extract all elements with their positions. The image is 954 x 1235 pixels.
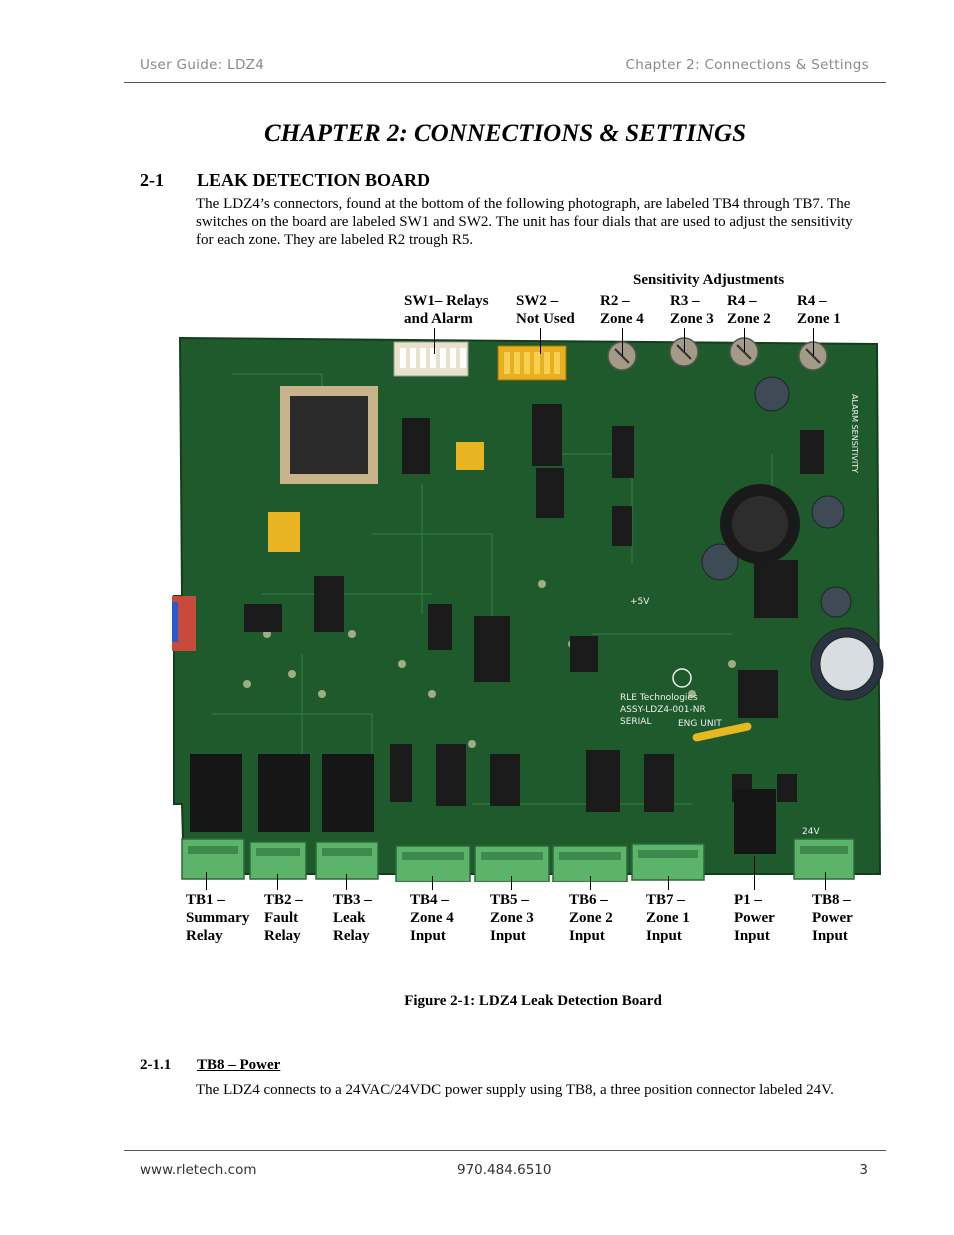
leader-tb8 bbox=[825, 872, 826, 890]
subsection-number: 2-1.1 bbox=[140, 1057, 172, 1073]
leader-sw2 bbox=[540, 328, 541, 354]
silk-alarm-sensitivity: ALARM SENSITIVITY bbox=[850, 394, 859, 473]
leader-tb5 bbox=[511, 876, 512, 890]
leader-tb1 bbox=[206, 872, 207, 890]
footer-page-number: 3 bbox=[859, 1162, 868, 1178]
section-title: LEAK DETECTION BOARD bbox=[197, 170, 431, 190]
subsection-paragraph: The LDZ4 connects to a 24VAC/24VDC power… bbox=[196, 1082, 834, 1098]
section-number: 2-1 bbox=[140, 170, 164, 190]
chapter-title: CHAPTER 2: CONNECTIONS & SETTINGS bbox=[263, 120, 747, 147]
silk-company: RLE Technologies bbox=[620, 693, 698, 703]
footer-website: www.rletech.com bbox=[140, 1162, 257, 1178]
board-photo: RLE Technologies ASSY-LDZ4-001-NR SERIAL… bbox=[172, 334, 892, 882]
header-doc-title: User Guide: LDZ4 bbox=[140, 57, 265, 73]
subsection-title: TB8 – Power bbox=[197, 1057, 281, 1073]
label-sw2: SW2 –Not Used bbox=[516, 293, 575, 327]
label-r4-zone1: R4 –Zone 1 bbox=[797, 293, 841, 327]
leader-tb6 bbox=[590, 876, 591, 890]
silk-5v: +5V bbox=[630, 597, 650, 607]
leader-sw1 bbox=[434, 328, 435, 354]
label-r2: R2 –Zone 4 bbox=[600, 293, 644, 327]
label-r3: R3 –Zone 3 bbox=[670, 293, 714, 327]
silk-eng-unit: ENG UNIT bbox=[678, 719, 722, 729]
section-paragraph: The LDZ4’s connectors, found at the bott… bbox=[196, 196, 853, 248]
leader-tb3 bbox=[346, 874, 347, 890]
leader-r4-zone2 bbox=[744, 328, 745, 352]
footer-phone: 970.484.6510 bbox=[457, 1162, 552, 1178]
leader-tb2 bbox=[277, 874, 278, 890]
silk-serial: SERIAL bbox=[620, 717, 651, 727]
leader-tb4 bbox=[432, 876, 433, 890]
leader-tb7 bbox=[668, 876, 669, 890]
figure-sensitivity-heading: Sensitivity Adjustments bbox=[633, 272, 785, 288]
silk-part: ASSY-LDZ4-001-NR bbox=[620, 705, 706, 715]
silk-24v: 24V bbox=[802, 827, 820, 837]
leader-p1 bbox=[754, 856, 755, 890]
header-chapter: Chapter 2: Connections & Settings bbox=[625, 57, 869, 73]
leader-r3 bbox=[684, 328, 685, 352]
footer-divider bbox=[124, 1150, 886, 1151]
leader-r2 bbox=[622, 328, 623, 356]
header-divider bbox=[124, 82, 886, 83]
leader-r4-zone1 bbox=[813, 328, 814, 356]
label-r4-zone2: R4 –Zone 2 bbox=[727, 293, 771, 327]
figure-caption: Figure 2-1: LDZ4 Leak Detection Board bbox=[404, 993, 662, 1009]
